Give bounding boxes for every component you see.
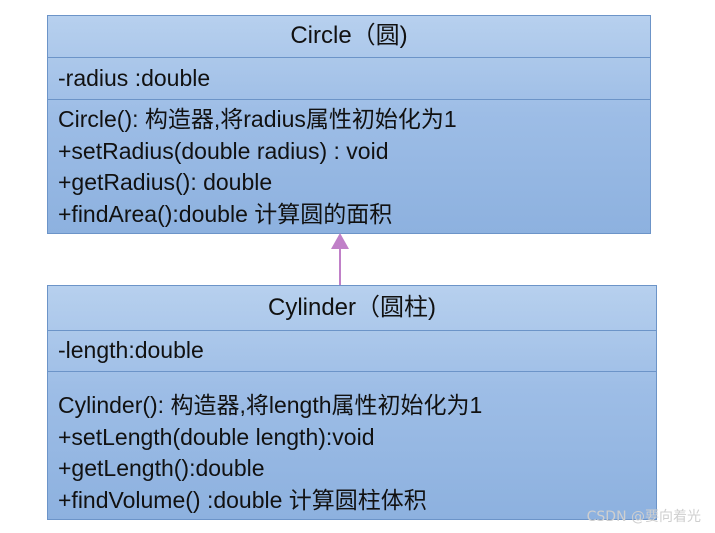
cylinder-method-set-length: +setLength(double length):void [58, 423, 375, 450]
cylinder-class-box: Cylinder（圆柱) -length:double Cylinder(): … [47, 285, 657, 520]
circle-methods: Circle(): 构造器,将radius属性初始化为1 +setRadius(… [48, 99, 650, 235]
inheritance-arrowhead [331, 233, 349, 249]
circle-class-box: Circle（圆) -radius :double Circle(): 构造器,… [47, 15, 651, 234]
circle-attribute: -radius :double [48, 57, 650, 99]
circle-method-constructor: Circle(): 构造器,将radius属性初始化为1 [58, 106, 457, 132]
cylinder-method-get-length: +getLength():double [58, 455, 265, 481]
cylinder-attribute: -length:double [48, 330, 656, 371]
watermark: CSDN @要向着光 [586, 509, 701, 525]
circle-method-find-area: +findArea():double 计算圆的面积 [58, 200, 393, 227]
cylinder-method-find-volume: +findVolume() :double 计算圆柱体积 [58, 486, 427, 513]
circle-class-title: Circle（圆) [290, 22, 408, 49]
cylinder-method-constructor: Cylinder(): 构造器,将length属性初始化为1 [58, 392, 483, 418]
cylinder-methods: Cylinder(): 构造器,将length属性初始化为1 +setLengt… [48, 371, 656, 516]
circle-method-set-radius: +setRadius(double radius) : void [58, 137, 389, 164]
cylinder-class-title: Cylinder（圆柱) [267, 294, 437, 321]
circle-method-get-radius: +getRadius(): double [58, 169, 273, 195]
